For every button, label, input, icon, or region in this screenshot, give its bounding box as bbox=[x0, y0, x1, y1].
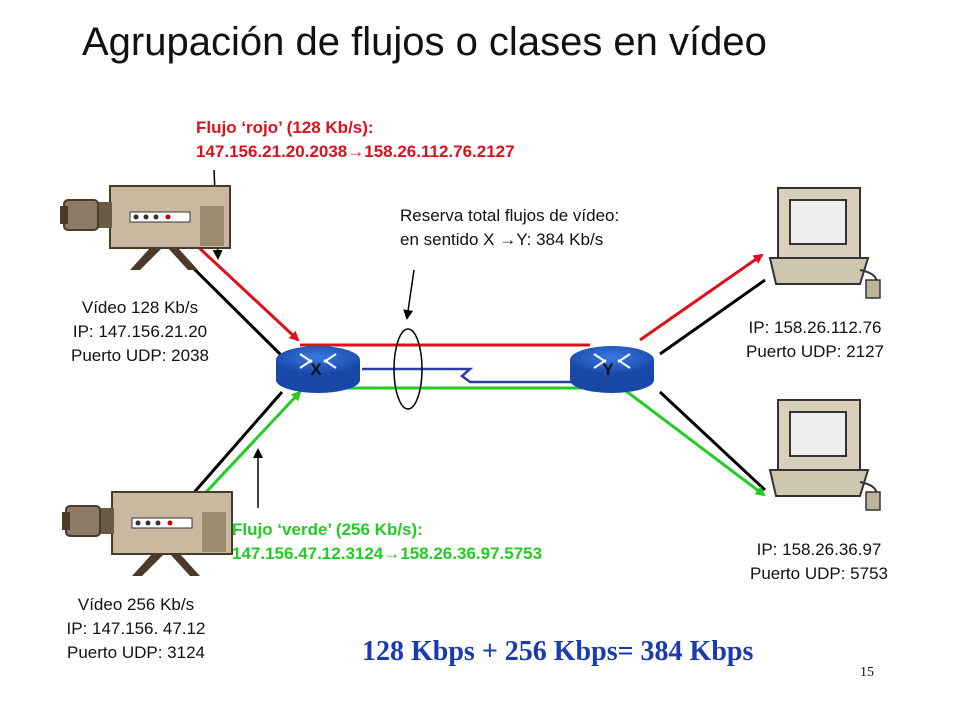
reservation-pointer bbox=[403, 269, 415, 320]
green-flow-label: Flujo ‘verde’ (256 Kb/s): 147.156.47.12.… bbox=[232, 518, 542, 566]
source-port: Puerto UDP: 2038 bbox=[71, 346, 209, 365]
x-y-link bbox=[362, 367, 575, 384]
destination-ip: IP: 158.26.36.97 bbox=[756, 540, 882, 559]
destination-port: Puerto UDP: 2127 bbox=[746, 342, 884, 361]
red-flow-path-text: 147.156.21.20.2038→158.26.112.76.2127 bbox=[196, 142, 515, 161]
source-port: Puerto UDP: 3124 bbox=[67, 643, 205, 662]
red-flow-label: Flujo ‘rojo’ (128 Kb/s): 147.156.21.20.2… bbox=[196, 116, 515, 164]
video-camera-icon bbox=[60, 185, 231, 270]
source-rate: Vídeo 256 Kb/s bbox=[77, 595, 195, 614]
red-flow-title: Flujo ‘rojo’ (128 Kb/s): bbox=[196, 118, 374, 137]
black-links bbox=[168, 243, 767, 521]
router-y-label: Y bbox=[602, 360, 614, 379]
total-bandwidth: 128 Kbps + 256 Kbps= 384 Kbps bbox=[362, 636, 754, 667]
green-flow-path-text: 147.156.47.12.3124→158.26.36.97.5753 bbox=[232, 544, 543, 563]
router-x-icon bbox=[276, 346, 360, 393]
source-video-256: Vídeo 256 Kb/s IP: 147.156. 47.12 Puerto… bbox=[36, 593, 236, 665]
reservation-ellipse bbox=[393, 328, 423, 410]
source-video-128: Vídeo 128 Kb/s IP: 147.156.21.20 Puerto … bbox=[40, 296, 240, 368]
source-rate: Vídeo 128 Kb/s bbox=[81, 298, 199, 317]
computer-icon bbox=[768, 399, 881, 511]
destination-ip: IP: 158.26.112.76 bbox=[748, 318, 882, 337]
page-title: Agrupación de flujos o clases en vídeo bbox=[82, 20, 767, 64]
reservation-line2: en sentido X →Y: 384 Kb/s bbox=[400, 230, 604, 249]
source-ip: IP: 147.156. 47.12 bbox=[66, 619, 206, 638]
destination-2: IP: 158.26.36.97 Puerto UDP: 5753 bbox=[734, 538, 904, 586]
destination-port: Puerto UDP: 5753 bbox=[750, 564, 888, 583]
computer-icon bbox=[768, 187, 881, 299]
router-x-label: X bbox=[310, 360, 322, 379]
reservation-line1: Reserva total flujos de vídeo: bbox=[400, 206, 620, 225]
destination-1: IP: 158.26.112.76 Puerto UDP: 2127 bbox=[730, 316, 900, 364]
reservation-label: Reserva total flujos de vídeo: en sentid… bbox=[400, 204, 619, 252]
video-camera-icon bbox=[62, 491, 233, 576]
green-flow-title: Flujo ‘verde’ (256 Kb/s): bbox=[232, 520, 423, 539]
router-y-icon bbox=[570, 346, 654, 393]
page-number: 15 bbox=[860, 665, 874, 680]
source-ip: IP: 147.156.21.20 bbox=[72, 322, 208, 341]
